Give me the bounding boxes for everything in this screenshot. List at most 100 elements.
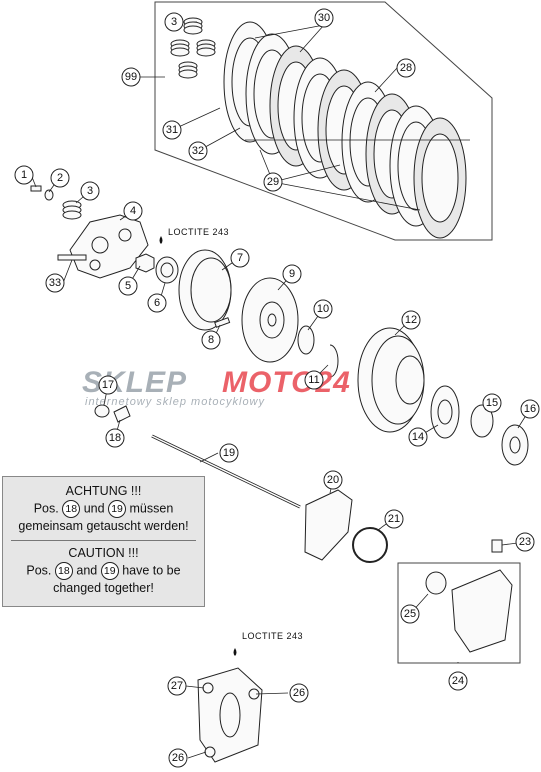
- callout-23: 23: [515, 532, 535, 552]
- clutch-pressure-plate: [241, 277, 299, 363]
- cover-gasket: [304, 489, 353, 561]
- svg-text:7: 7: [237, 252, 243, 264]
- notice-english: CAUTION !!! Pos. 18 and 19 have to be ch…: [3, 545, 204, 597]
- thrust-washer: [297, 325, 315, 355]
- callout-12: 12: [401, 310, 421, 330]
- position-marker-18: 18: [62, 500, 81, 518]
- loctite-label-top: LOCTITE 243: [168, 227, 229, 237]
- position-marker-19: 19: [100, 562, 119, 580]
- notice-en-pos-prefix: Pos.: [26, 563, 52, 578]
- svg-text:30: 30: [318, 12, 330, 24]
- o-ring: [352, 527, 388, 563]
- callouts: 1 2 3 3 4 5 6 7 8 9 10 11 12 14 15 16 17…: [14, 8, 540, 768]
- thrust-washer-16-bore: [509, 436, 521, 454]
- notice-german: ACHTUNG !!! Pos. 18 und 19 müssen gemein…: [3, 477, 204, 535]
- callout-25: 25: [400, 604, 420, 624]
- callout-99: 99: [121, 67, 141, 87]
- callout-2: 2: [50, 168, 70, 188]
- notice-en-title: CAUTION !!!: [68, 546, 139, 560]
- watermark-brand-left: SKLEP: [82, 366, 187, 399]
- svg-text:2: 2: [57, 172, 63, 184]
- callout-9: 9: [282, 264, 302, 284]
- svg-text:24: 24: [452, 675, 464, 687]
- callout-15: 15: [482, 393, 502, 413]
- svg-text:1: 1: [21, 169, 27, 181]
- callout-17: 17: [98, 375, 118, 395]
- clutch-spring-set: [170, 17, 216, 79]
- needle-bearing: [470, 404, 494, 438]
- position-marker-19: 19: [108, 500, 127, 518]
- callout-26: 26: [168, 748, 188, 768]
- loctite-drop-icon: [233, 648, 237, 656]
- svg-text:5: 5: [125, 280, 131, 292]
- svg-text:9: 9: [289, 268, 295, 280]
- clutch-inner-hub: [178, 249, 232, 331]
- svg-text:16: 16: [524, 403, 536, 415]
- svg-text:14: 14: [412, 431, 424, 443]
- svg-text:6: 6: [154, 297, 160, 309]
- notice-de-conjunction: und: [83, 501, 105, 516]
- callout-21: 21: [384, 509, 404, 529]
- notice-en-line1: Pos. 18 and 19 have to be: [3, 562, 204, 580]
- callout-16: 16: [520, 399, 540, 419]
- callout-11: 11: [304, 370, 324, 390]
- notice-de-line1: Pos. 18 und 19 müssen: [3, 500, 204, 518]
- callout-7: 7: [230, 248, 250, 268]
- svg-text:12: 12: [405, 314, 417, 326]
- slave-cylinder-frame: [397, 562, 521, 664]
- svg-text:26: 26: [172, 752, 184, 764]
- clutch-cover: [197, 667, 263, 763]
- clutch-discs: [223, 21, 467, 239]
- callout-1: 1: [14, 165, 34, 185]
- svg-text:99: 99: [125, 71, 137, 83]
- replacement-notice: ACHTUNG !!! Pos. 18 und 19 müssen gemein…: [2, 476, 205, 607]
- svg-text:8: 8: [208, 334, 214, 346]
- notice-en-line2: changed together!: [53, 581, 154, 595]
- callout-27: 27: [167, 676, 187, 696]
- callout-20: 20: [323, 470, 343, 490]
- notice-divider: [11, 540, 196, 541]
- svg-text:15: 15: [486, 397, 498, 409]
- push-rod-bush: [113, 405, 131, 423]
- callout-4: 4: [123, 201, 143, 221]
- notice-de-pos-prefix: Pos.: [33, 501, 59, 516]
- svg-text:4: 4: [130, 205, 136, 217]
- callout-14: 14: [408, 427, 428, 447]
- notice-de-verb: müssen: [129, 501, 174, 516]
- callout-10: 10: [313, 299, 333, 319]
- primary-gear-bore: [437, 399, 453, 425]
- svg-text:26: 26: [293, 687, 305, 699]
- clutch-outer-basket: [357, 327, 425, 433]
- clutch-parts-left: [30, 185, 179, 284]
- notice-de-title: ACHTUNG !!!: [65, 484, 142, 498]
- callout-8: 8: [201, 330, 221, 350]
- callout-6: 6: [147, 293, 167, 313]
- svg-text:31: 31: [166, 124, 178, 136]
- callout-30: 30: [314, 8, 334, 28]
- loctite-label-bottom: LOCTITE 243: [242, 631, 303, 641]
- callout-5: 5: [118, 276, 138, 296]
- callout-31: 31: [162, 120, 182, 140]
- callout-29: 29: [263, 172, 283, 192]
- svg-text:10: 10: [317, 303, 329, 315]
- push-rod-highlight: [151, 435, 301, 508]
- svg-text:19: 19: [223, 447, 235, 459]
- svg-text:23: 23: [519, 536, 531, 548]
- watermark-brand-right: MOTO24: [222, 366, 351, 399]
- notice-en-verb: have to be: [122, 563, 181, 578]
- clutch-disc-kit-frame: [154, 1, 493, 241]
- svg-text:28: 28: [400, 62, 412, 74]
- svg-text:18: 18: [109, 432, 121, 444]
- callout-24: 24: [448, 671, 468, 691]
- svg-text:20: 20: [327, 474, 339, 486]
- svg-text:3: 3: [87, 185, 93, 197]
- svg-text:29: 29: [267, 176, 279, 188]
- washer-17: [94, 404, 110, 418]
- notice-en-conjunction: and: [76, 563, 98, 578]
- svg-text:21: 21: [388, 513, 400, 525]
- circlip: [329, 344, 339, 378]
- svg-text:32: 32: [192, 145, 204, 157]
- callout-28: 28: [396, 58, 416, 78]
- callout-26: 26: [289, 683, 309, 703]
